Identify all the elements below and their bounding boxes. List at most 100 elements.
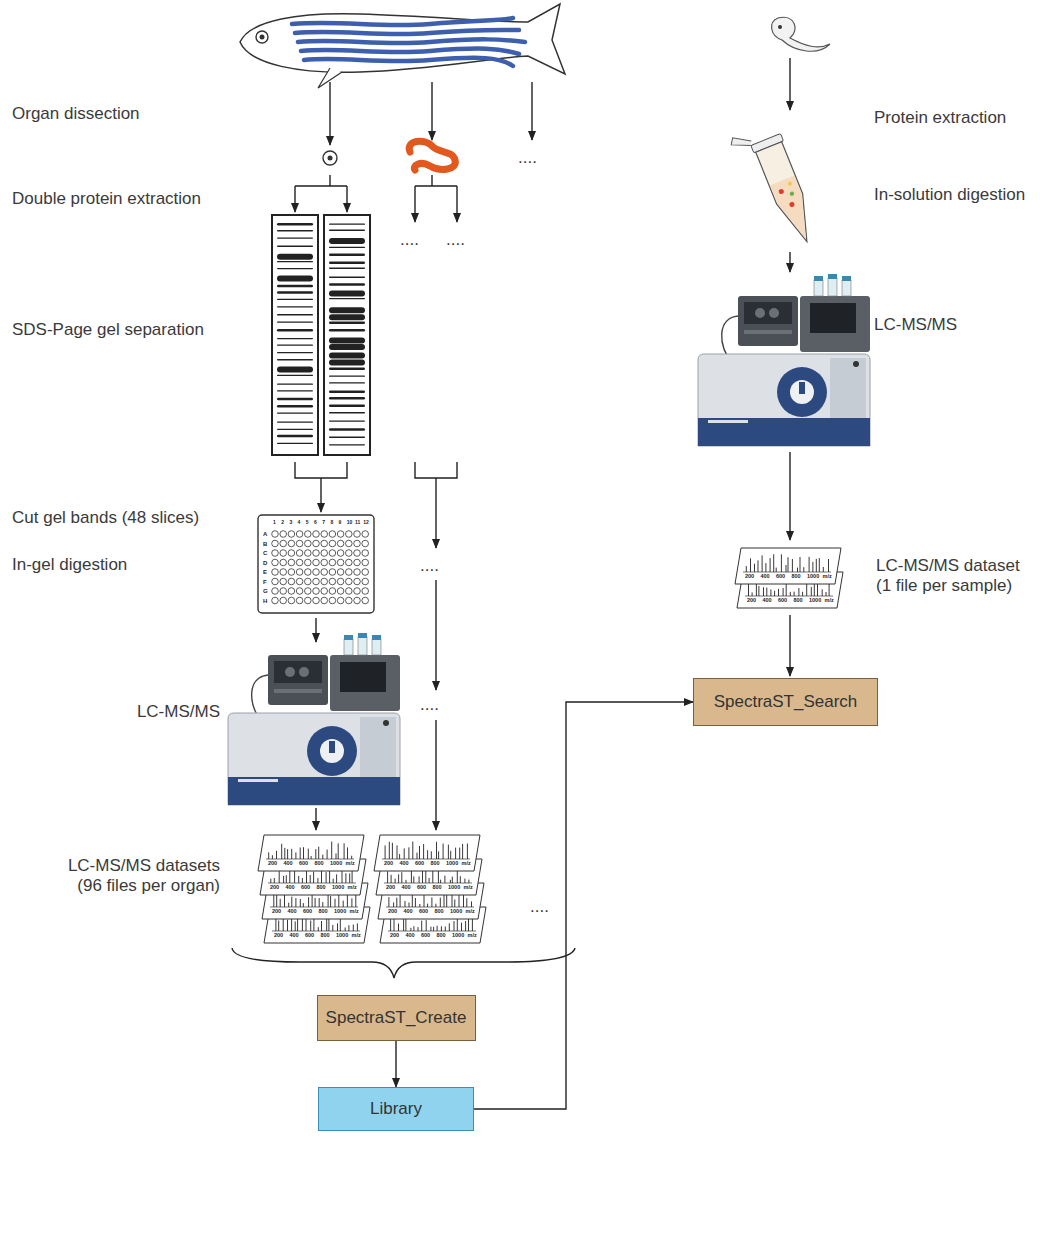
axis-tick: m/z	[352, 933, 361, 939]
axis-tick: m/z	[468, 933, 477, 939]
axis-tick: 400	[288, 909, 297, 915]
axis-tick: 600	[303, 909, 312, 915]
axis-tick: 400	[402, 885, 411, 891]
row-letter: D	[263, 560, 269, 566]
ellipsis: ....	[420, 695, 439, 715]
axis-tick: 600	[417, 885, 426, 891]
axis-tick: m/z	[462, 861, 471, 867]
column-number: 7	[322, 520, 325, 525]
axis-tick: m/z	[348, 885, 357, 891]
column-number: 1	[273, 520, 276, 525]
axis-tick: m/z	[346, 861, 355, 867]
step-label: SDS-Page gel separation	[12, 320, 204, 340]
axis-tick: 800	[435, 909, 444, 915]
flow-arrow	[395, 1041, 396, 1087]
axis-tick: 200	[274, 933, 283, 939]
ellipsis: ....	[420, 556, 439, 576]
axis-tick: 800	[431, 861, 440, 867]
column-number: 3	[289, 520, 292, 525]
column-number: 6	[314, 520, 317, 525]
step-label: LC-MS/MS dataset (1 file per sample)	[876, 556, 1038, 597]
axis-tick: m/z	[825, 598, 834, 604]
flow-arrow	[474, 702, 693, 1109]
axis-tick: 400	[284, 861, 293, 867]
axis-tick: 600	[415, 861, 424, 867]
library-box: Library	[318, 1087, 474, 1131]
step-label: In-solution digestion	[874, 185, 1025, 205]
step-label: Protein extraction	[874, 108, 1006, 128]
axis-tick: 800	[321, 933, 330, 939]
axis-tick: 400	[761, 574, 770, 580]
row-letter: H	[263, 598, 269, 604]
axis-tick: 800	[792, 574, 801, 580]
box-label: SpectraST_Create	[326, 1008, 467, 1028]
axis-tick: 1000	[809, 598, 821, 604]
axis-tick: 800	[794, 598, 803, 604]
process-box: SpectraST_Create	[317, 995, 476, 1041]
row-letter: E	[263, 569, 269, 575]
axis-tick: 600	[778, 598, 787, 604]
axis-tick: 200	[270, 885, 279, 891]
axis-tick: 400	[406, 933, 415, 939]
box-label: SpectraST_Search	[714, 692, 858, 712]
axis-tick: 600	[299, 861, 308, 867]
axis-tick: 200	[747, 598, 756, 604]
column-number: 8	[330, 520, 333, 525]
step-label: LC-MS/MS datasets (96 files per organ)	[50, 856, 220, 897]
axis-tick: 600	[301, 885, 310, 891]
column-number: 11	[355, 520, 360, 525]
axis-tick: 1000	[450, 909, 462, 915]
row-letter: B	[263, 541, 269, 547]
axis-tick: 800	[433, 885, 442, 891]
axis-tick: 1000	[336, 933, 348, 939]
axis-tick: m/z	[350, 909, 359, 915]
axis-tick: 1000	[446, 861, 458, 867]
axis-tick: 800	[315, 861, 324, 867]
axis-tick: 1000	[807, 574, 819, 580]
axis-tick: 200	[388, 909, 397, 915]
axis-tick: m/z	[464, 885, 473, 891]
axis-tick: 1000	[330, 861, 342, 867]
step-label: LC-MS/MS	[136, 702, 220, 722]
column-number: 5	[306, 520, 309, 525]
row-letter: F	[263, 579, 269, 585]
axis-tick: 800	[317, 885, 326, 891]
axis-tick: 800	[319, 909, 328, 915]
axis-tick: 200	[272, 909, 281, 915]
axis-tick: 400	[286, 885, 295, 891]
step-label: In-gel digestion	[12, 555, 127, 575]
axis-tick: 600	[305, 933, 314, 939]
axis-tick: 1000	[452, 933, 464, 939]
step-label: Cut gel bands (48 slices)	[12, 508, 199, 528]
axis-tick: 200	[390, 933, 399, 939]
axis-tick: 400	[404, 909, 413, 915]
box-label: Library	[370, 1099, 422, 1119]
row-letter: A	[263, 531, 269, 537]
ellipsis: ....	[400, 230, 419, 250]
step-label: LC-MS/MS	[874, 315, 957, 335]
axis-tick: 200	[386, 885, 395, 891]
column-number: 2	[281, 520, 284, 525]
axis-tick: 400	[400, 861, 409, 867]
axis-tick: 400	[290, 933, 299, 939]
column-number: 12	[363, 520, 369, 525]
axis-tick: 600	[776, 574, 785, 580]
step-label: Double protein extraction	[12, 189, 201, 209]
axis-tick: 800	[437, 933, 446, 939]
axis-tick: 200	[384, 861, 393, 867]
row-letter: C	[263, 550, 269, 556]
ellipsis: ....	[530, 897, 549, 917]
step-label: Organ dissection	[12, 104, 140, 124]
axis-tick: 600	[421, 933, 430, 939]
column-number: 4	[298, 520, 301, 525]
axis-tick: m/z	[466, 909, 475, 915]
axis-tick: 600	[419, 909, 428, 915]
axis-tick: 1000	[334, 909, 346, 915]
ellipsis: ....	[446, 230, 465, 250]
process-box: SpectraST_Search	[693, 678, 878, 726]
row-letter: G	[263, 588, 269, 594]
axis-tick: 200	[745, 574, 754, 580]
axis-tick: 400	[763, 598, 772, 604]
column-number: 9	[339, 520, 342, 525]
column-number: 10	[347, 520, 353, 525]
